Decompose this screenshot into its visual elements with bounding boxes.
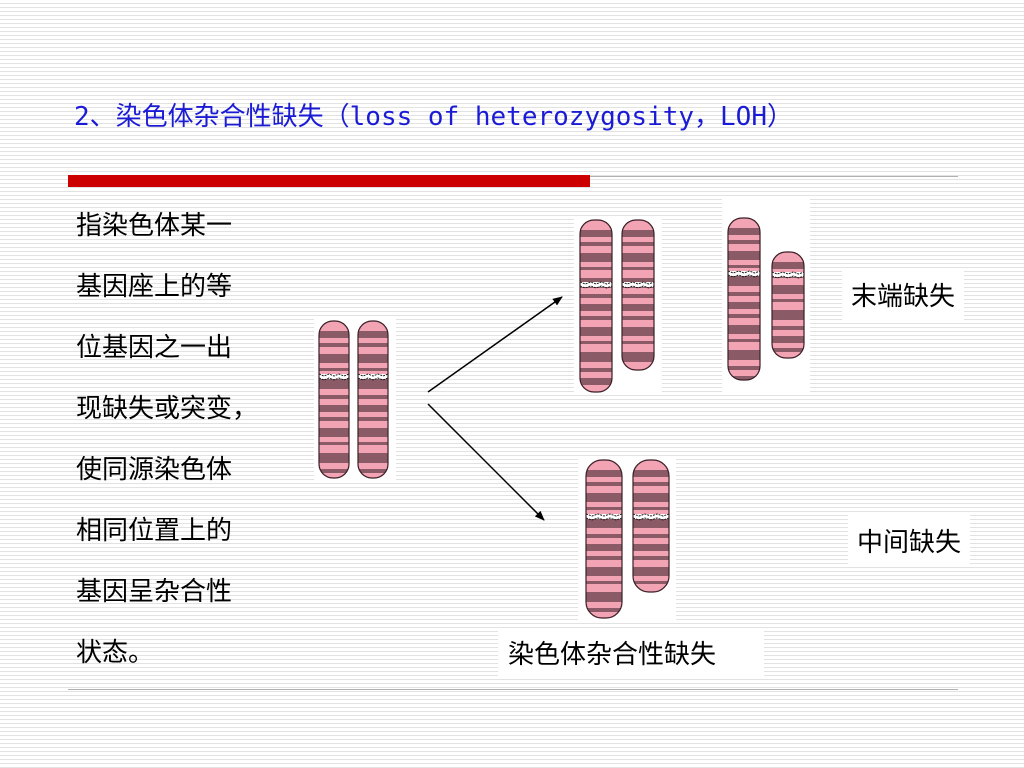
original-chromosome-right [357,320,389,479]
interstitial-chromosome-left [585,459,623,619]
arrow-to-interstitial-deletion [427,403,545,521]
definition-line: 相同位置上的 [76,516,233,546]
interstitial-deletion-label: 中间缺失 [848,514,971,567]
terminal-a-chromosome-left [579,219,613,393]
original-chromosome-left [318,320,350,479]
terminal-a-chromosome-right [621,219,655,371]
footer-rule [68,689,958,690]
definition-line: 使同源染色体 [76,455,233,485]
terminal-b-chromosome-right [771,251,805,359]
definition-line: 基因呈杂合性 [76,577,233,607]
definition-line: 指染色体某一 [76,211,233,241]
definition-line: 现缺失或突变， [76,394,259,424]
definition-line: 位基因之一出 [76,333,233,363]
slide-title: 2、染色体杂合性缺失（loss of heterozygosity，LOH） [74,102,793,132]
arrow-to-terminal-deletion [427,296,563,393]
definition-line: 状态。 [76,638,155,668]
terminal-b-chromosome-left [727,217,761,381]
interstitial-chromosome-right [632,459,670,593]
definition-line: 基因座上的等 [76,272,233,302]
loh-label: 染色体杂合性缺失 [498,628,765,679]
title-divider-rule [590,176,958,177]
definition-text: 指染色体某一 基因座上的等 位基因之一出 现缺失或突变， 使同源染色体 相同位置… [76,196,292,684]
chromosome-group [318,217,805,619]
terminal-deletion-label: 末端缺失 [842,268,965,321]
title-accent-rule [68,175,590,187]
